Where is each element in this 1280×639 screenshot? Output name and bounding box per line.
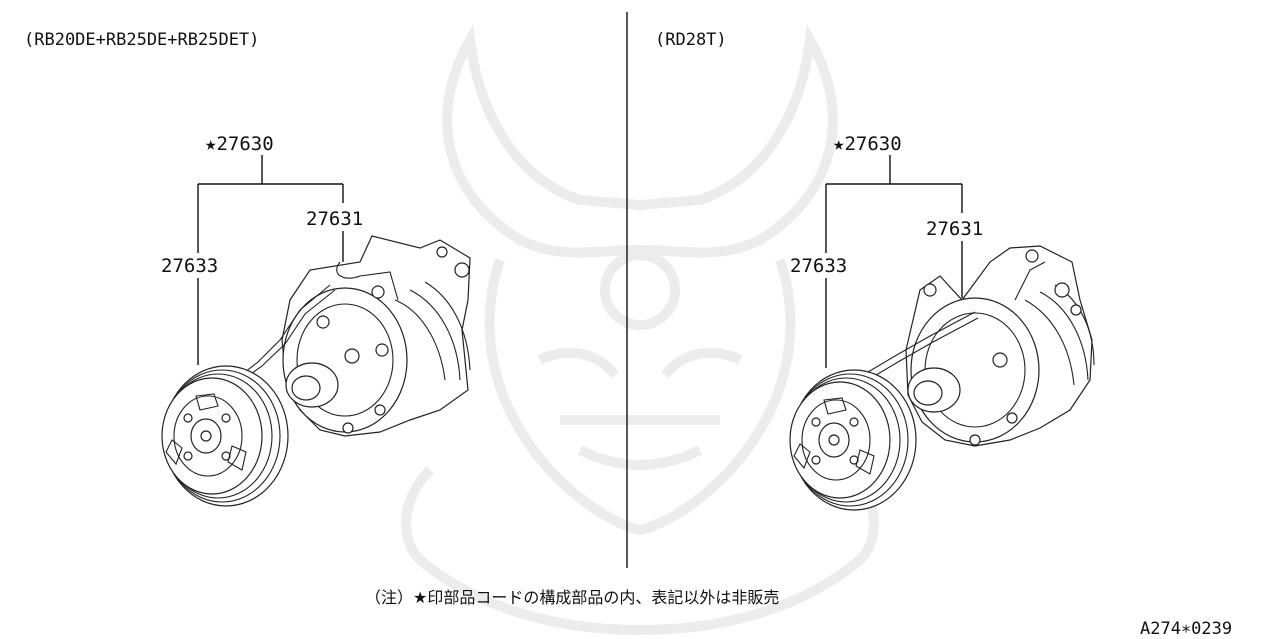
left-assembly-part-number: ★27630 — [205, 133, 274, 155]
left-callout-lines — [197, 155, 344, 365]
right-compressor-part-number: 27631 — [926, 218, 983, 240]
left-clutch-pulley-drawing — [161, 365, 289, 507]
right-engine-label: (RD28T) — [655, 30, 727, 50]
left-clutch-part-number: 27633 — [161, 255, 218, 277]
right-assembly-part-number: ★27630 — [833, 133, 902, 155]
right-callout-lines — [825, 155, 963, 368]
left-compressor-drawing — [244, 235, 471, 437]
footer-note: （注）★印部品コードの構成部品の内、表記以外は非販売 — [365, 588, 779, 607]
left-compressor-part-number: 27631 — [306, 208, 363, 230]
samurai-helmet-watermark-icon — [401, 24, 879, 636]
right-compressor-drawing — [867, 245, 1095, 447]
right-clutch-part-number: 27633 — [790, 255, 847, 277]
left-engine-label: (RB20DE+RB25DE+RB25DET) — [24, 30, 259, 50]
right-clutch-pulley-drawing — [789, 369, 917, 511]
diagram-reference-code: A274∗0239 — [1140, 619, 1232, 639]
